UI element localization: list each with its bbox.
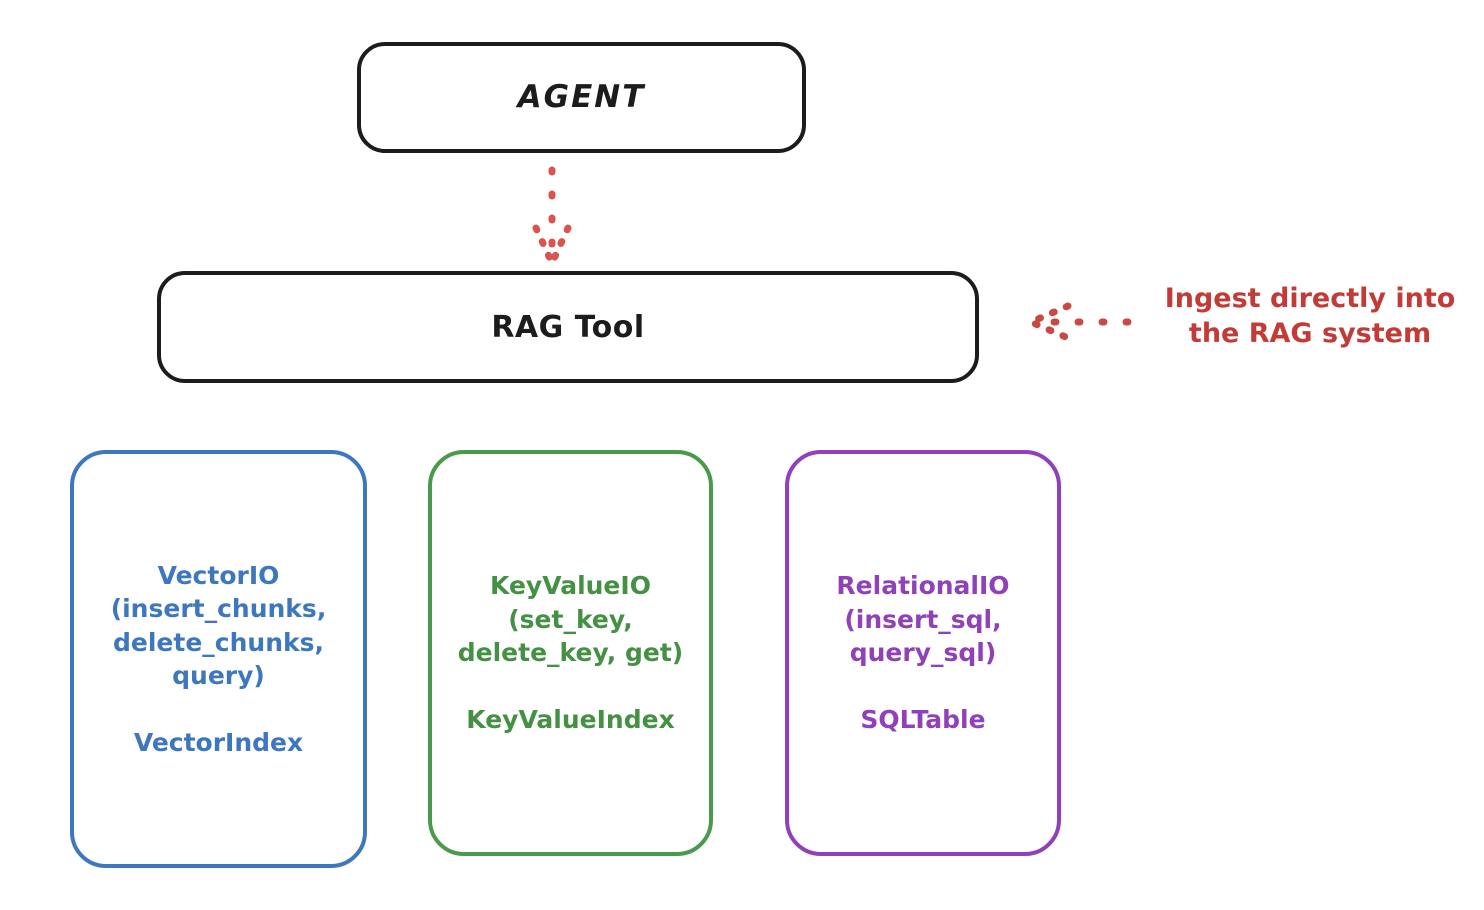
vector-io-node-label: VectorIO (insert_chunks, delete_chunks, … [110, 560, 327, 758]
rag-tool-node[interactable]: RAG Tool [157, 271, 979, 383]
arrow-agent-to-rag-tool [532, 166, 572, 267]
relational-io-node-label: RelationalIO (insert_sql, query_sql) SQL… [836, 571, 1010, 735]
agent-node-label: AGENT [517, 79, 646, 116]
rag-tool-node-label: RAG Tool [491, 309, 645, 345]
vector-io-node[interactable]: VectorIO (insert_chunks, delete_chunks, … [70, 450, 367, 868]
key-value-io-node[interactable]: KeyValueIO (set_key, delete_key, get) Ke… [428, 450, 713, 856]
relational-io-node[interactable]: RelationalIO (insert_sql, query_sql) SQL… [785, 450, 1061, 856]
ingest-annotation-text: Ingest directly into the RAG system [1164, 283, 1456, 349]
arrow-ingest-to-rag-tool [1027, 302, 1132, 342]
key-value-io-node-label: KeyValueIO (set_key, delete_key, get) Ke… [457, 571, 684, 735]
agent-node[interactable]: AGENT [357, 42, 806, 153]
